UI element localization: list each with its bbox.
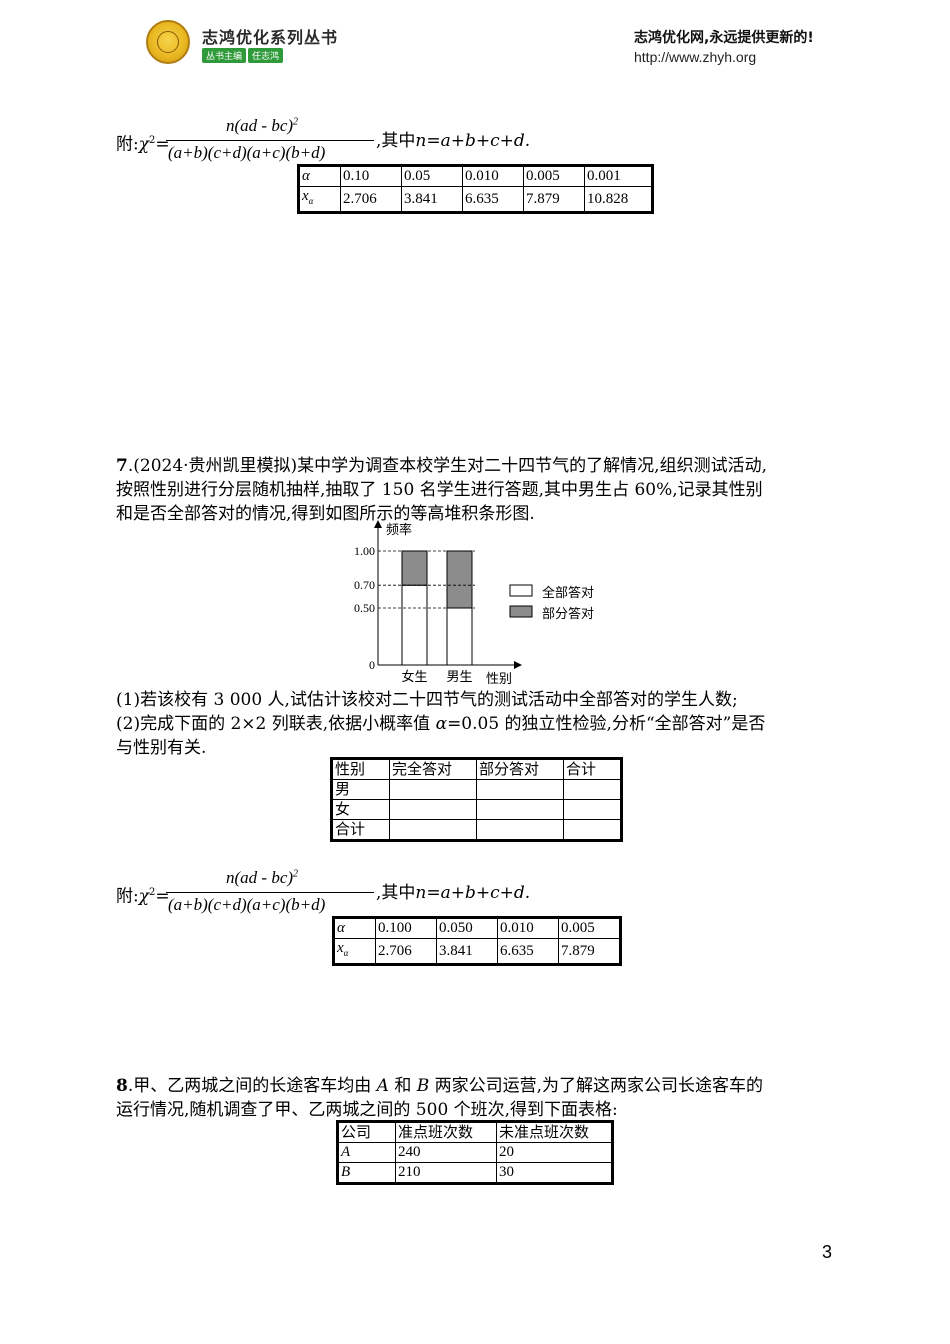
legend-swatch-partial-correct (509, 605, 533, 618)
y-tick-label: 0.70 (354, 578, 375, 592)
bar-segment (401, 550, 428, 586)
critical-value-table-1: α 0.10 0.05 0.010 0.005 0.001 xα 2.706 3… (297, 164, 654, 214)
table-header-row: 公司 准点班次数 未准点班次数 (337, 1121, 613, 1143)
critical-value-table-2: α 0.100 0.050 0.010 0.005 xα 2.706 3.841… (332, 916, 622, 966)
contingency-table: 性别 完全答对 部分答对 合计 男 女 合计 (330, 757, 623, 842)
category-label: 男生 (446, 670, 472, 685)
y-tick-label: 0.50 (354, 601, 375, 615)
legend-label-partial-correct: 部分答对 (542, 607, 595, 622)
bar-segment (401, 584, 428, 666)
q8-line-1: 8.甲、乙两城之间的长途客车均由 A 和 B 两家公司运营,为了解这两家公司长途… (116, 1076, 764, 1096)
y-tick-label: 0 (369, 658, 375, 672)
editor-name-tag: 任志鸿 (248, 48, 284, 63)
table-row: B 210 30 (337, 1162, 613, 1184)
q8-line-2: 运行情况,随机调查了甲、乙两城之间的 500 个班次,得到下面表格: (116, 1100, 618, 1120)
q7-line-3: 和是否全部答对的情况,得到如图所示的等高堆积条形图. (116, 504, 535, 524)
y-tick-label: 1.00 (354, 544, 375, 558)
header-website[interactable]: http://www.zhyh.org (634, 49, 757, 65)
table-row: 合计 (331, 819, 622, 841)
table-row: 男 (331, 779, 622, 800)
editor-tag: 丛书主编 (202, 48, 247, 63)
q7-subquestion-2-cont: 与性别有关. (116, 738, 207, 758)
logo-emblem-icon (157, 31, 179, 53)
table-header-row: 性别 完全答对 部分答对 合计 (331, 758, 622, 780)
q7-subquestion-2: (2)完成下面的 2×2 列联表,依据小概率值 α=0.05 的独立性检验,分析… (116, 714, 766, 734)
page-number: 3 (822, 1242, 833, 1262)
legend-label-full-correct: 全部答对 (542, 586, 595, 601)
series-title: 志鸿优化系列丛书 (202, 28, 339, 47)
table-row: A 240 20 (337, 1142, 613, 1163)
q7-line-2: 按照性别进行分层随机抽样,抽取了 150 名学生进行答题,其中男生占 60%,记… (116, 480, 763, 500)
x-axis-label: 性别 (486, 672, 512, 687)
legend-swatch-full-correct (509, 584, 533, 597)
y-axis-label: 频率 (386, 522, 412, 538)
category-label: 女生 (401, 669, 427, 685)
header-slogan: 志鸿优化网,永远提供更新的! (634, 30, 814, 46)
bar-segment (446, 550, 473, 609)
table-row: 女 (331, 799, 622, 820)
q7-subquestion-1: (1)若该校有 3 000 人,试估计该校对二十四节气的测试活动中全部答对的学生… (116, 690, 738, 710)
series-logo (146, 20, 190, 64)
bar-segment (446, 607, 473, 666)
bus-punctuality-table: 公司 准点班次数 未准点班次数 A 240 20 B 210 30 (336, 1120, 614, 1185)
q7-line-1: 7.(2024·贵州凯里模拟)某中学为调查本校学生对二十四节气的了解情况,组织测… (116, 456, 767, 476)
